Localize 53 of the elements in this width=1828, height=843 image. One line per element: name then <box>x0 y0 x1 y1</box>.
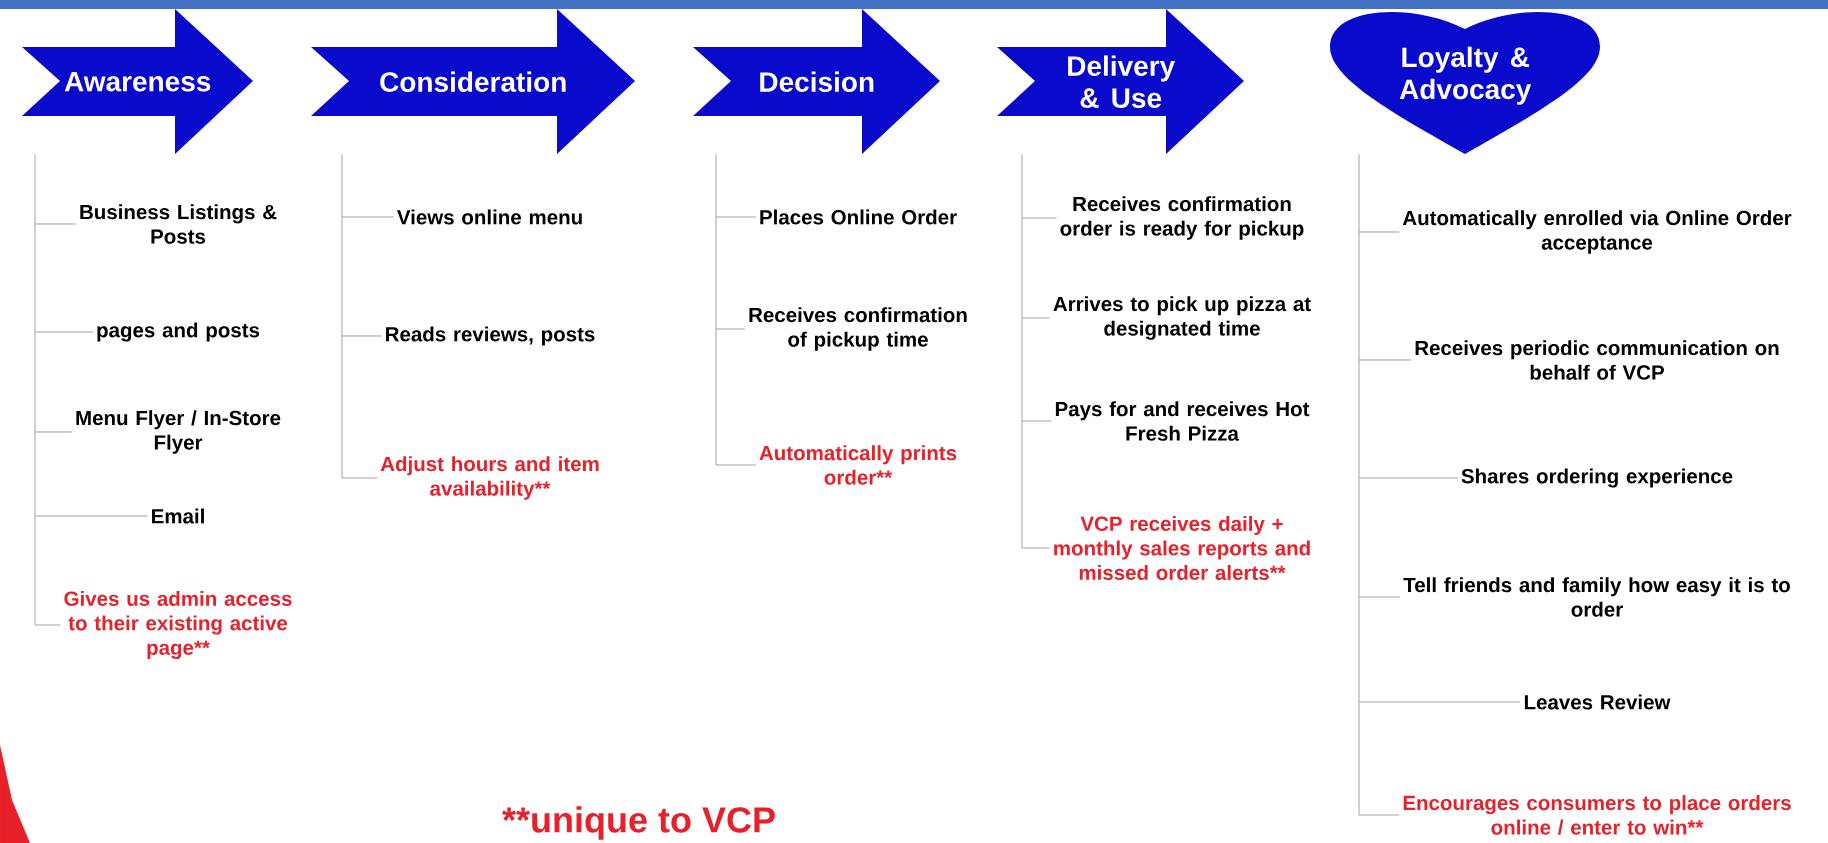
list-item: Email <box>152 508 204 524</box>
list-item: Receives confirmation of pickup time <box>749 307 967 351</box>
tree-branch <box>34 515 148 517</box>
tree-branch <box>1358 359 1412 361</box>
stage-banner: Decision <box>693 9 940 154</box>
list-item: Leaves Review <box>1524 694 1671 710</box>
tree-branch <box>715 328 746 330</box>
tree-trunk <box>1021 153 1023 549</box>
stage-heart: Loyalty & Advocacy <box>1330 11 1600 154</box>
tree-trunk <box>34 153 36 626</box>
list-item: Receives periodic communication on behalf of VCP <box>1415 340 1779 380</box>
tree-branch <box>341 335 382 337</box>
tree-branch <box>34 331 94 333</box>
tree-branch <box>34 624 61 626</box>
tree-branch <box>1358 701 1521 703</box>
stage-banner: Delivery & Use <box>997 9 1244 154</box>
list-item: Arrives to pick up pizza at designated time <box>1053 296 1311 340</box>
list-item: Pays for and receives Hot Fresh Pizza <box>1055 401 1310 441</box>
list-item: Tell friends and family how easy it is to order <box>1403 577 1790 617</box>
tree-branch <box>1021 217 1057 219</box>
tree-trunk <box>715 153 717 466</box>
list-item: Automatically prints order** <box>759 445 957 485</box>
tree-branch <box>1358 477 1459 479</box>
list-item: Menu Flyer / In-Store Flyer <box>76 410 281 454</box>
list-item: Reads reviews, posts <box>386 326 595 346</box>
tree-branch <box>715 216 757 218</box>
list-item: pages and posts <box>97 322 260 342</box>
tree-branch <box>341 216 395 218</box>
tree-branch <box>1358 596 1401 598</box>
tree-branch <box>341 477 378 479</box>
list-item: Encourages consumers to place orders online / enter to win** <box>1403 795 1791 835</box>
tree-branch <box>715 464 757 466</box>
list-item: VCP receives daily + monthly sales reports and missed order alerts** <box>1054 515 1310 581</box>
list-item: Business Listings & Posts <box>80 204 277 244</box>
tree-trunk <box>341 153 343 479</box>
list-item: Automatically enrolled via Online Order acceptance <box>1402 210 1792 254</box>
tree-branch <box>1358 231 1400 233</box>
list-item: Places Online Order <box>760 209 957 225</box>
tree-trunk <box>1358 153 1360 816</box>
tree-branch <box>1021 317 1051 319</box>
tree-branch <box>1358 814 1400 816</box>
tree-branch <box>34 431 73 433</box>
list-item: Gives us admin access to their existing active page** <box>64 590 292 660</box>
footnote: **unique to VCP <box>502 806 775 840</box>
stage-banner: Awareness <box>22 9 253 154</box>
list-item: Adjust hours and item availability** <box>380 456 599 500</box>
list-item: Views online menu <box>397 209 582 225</box>
tree-branch <box>34 223 77 225</box>
list-item: Shares ordering experience <box>1461 468 1733 488</box>
list-item: Receives confirmation order is ready for pickup <box>1060 196 1304 240</box>
tree-branch <box>1021 420 1052 422</box>
tree-branch <box>1021 547 1051 549</box>
stage-banner: Consideration <box>311 9 635 154</box>
